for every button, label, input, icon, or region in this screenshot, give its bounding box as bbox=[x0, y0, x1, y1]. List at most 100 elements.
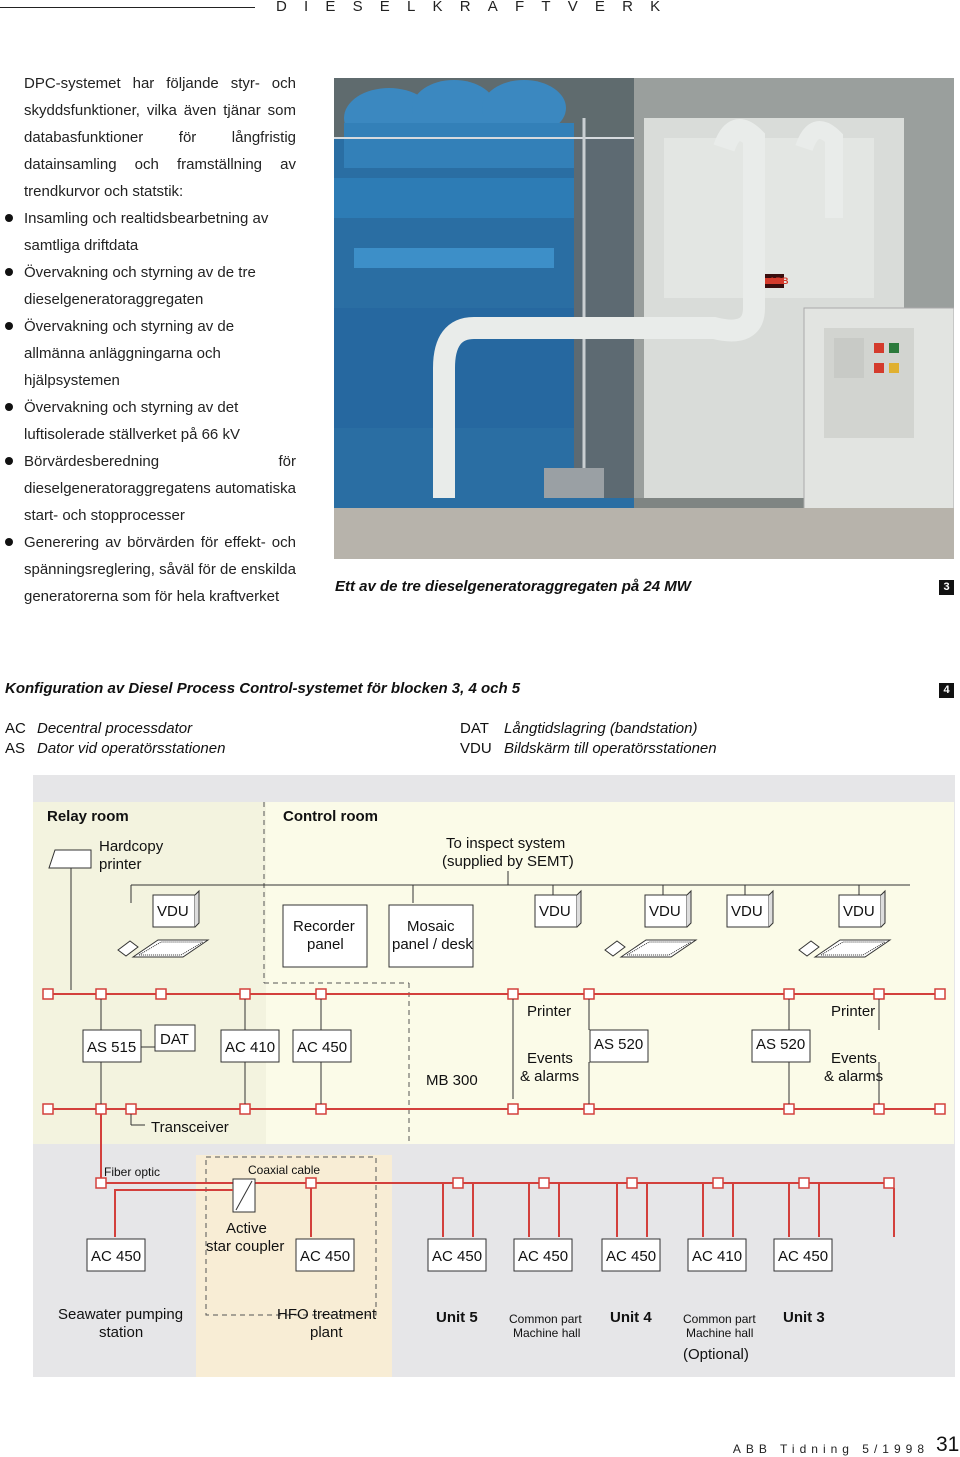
list-item: Övervakning och styrning av de tre diese… bbox=[5, 259, 296, 313]
hardcopy-label: Hardcopy bbox=[99, 838, 164, 855]
bullet-icon bbox=[5, 538, 13, 546]
bullet-icon bbox=[5, 322, 13, 330]
relay-room-label: Relay room bbox=[47, 808, 129, 825]
list-item: Övervakning och styrning av det luftisol… bbox=[5, 394, 296, 448]
vdu-terminal: VDU bbox=[644, 889, 692, 928]
legend-abbr: DAT bbox=[460, 720, 489, 737]
legend-abbr: AS bbox=[5, 740, 26, 757]
printer-label: Printer bbox=[527, 1003, 571, 1020]
common-part-label: Machine hall bbox=[686, 1326, 753, 1340]
hfo-label: HFO treatment bbox=[277, 1306, 377, 1323]
recorder-label: Recorder bbox=[293, 918, 355, 935]
mb300-label: MB 300 bbox=[426, 1072, 478, 1089]
recorder-panel bbox=[282, 904, 368, 968]
list-item: Övervakning och styrning av de allmänna … bbox=[5, 313, 296, 394]
ac450-label: AC 450 bbox=[297, 1039, 347, 1056]
list-item: Generering av börvärden för effekt- och … bbox=[5, 529, 296, 610]
star-coupler-label: Active bbox=[226, 1220, 267, 1237]
common-part-label: Common part bbox=[683, 1312, 756, 1326]
ac410-box bbox=[220, 1029, 280, 1063]
vdu-terminal: VDU bbox=[534, 889, 582, 928]
keyboard-icon bbox=[798, 939, 892, 958]
recorder-label: panel bbox=[307, 936, 344, 953]
printer-icon bbox=[48, 849, 92, 869]
ac410-label: AC 410 bbox=[225, 1039, 275, 1056]
ac-label: AC 450 bbox=[778, 1248, 828, 1265]
legend-item: AS Dator vid operatörsstationen bbox=[5, 739, 225, 759]
as515-box bbox=[82, 1029, 142, 1063]
coaxial-label: Coaxial cable bbox=[248, 1163, 320, 1177]
common-part-label: Machine hall bbox=[513, 1326, 580, 1340]
fiber-optic-label: Fiber optic bbox=[104, 1165, 160, 1179]
bullet-icon bbox=[5, 457, 13, 465]
ac-label: AC 450 bbox=[91, 1248, 141, 1265]
generator-photo: ABB bbox=[334, 78, 954, 559]
as520-label: AS 520 bbox=[594, 1036, 643, 1053]
keyboard-icon bbox=[117, 939, 210, 958]
panel-display-text: ABB bbox=[769, 276, 789, 286]
figure4-title: Konfiguration av Diesel Process Control-… bbox=[5, 680, 521, 697]
legend-desc: Dator vid operatörsstationen bbox=[37, 740, 226, 757]
vdu-label: VDU bbox=[649, 903, 681, 920]
common-part-label: Common part bbox=[509, 1312, 582, 1326]
figure3-caption: Ett av de tre dieselgeneratoraggregaten … bbox=[335, 578, 691, 595]
header-rule bbox=[0, 7, 255, 8]
ac-label: AC 410 bbox=[692, 1248, 742, 1265]
legend-left: AC Decentral processdator AS Dator vid ope… bbox=[5, 719, 225, 759]
legend-abbr: AC bbox=[5, 720, 26, 737]
intro-text: DPC-systemet har följande styr- och skyd… bbox=[5, 70, 296, 610]
ac450-box: AC 450 bbox=[601, 1238, 661, 1272]
hfo-label: plant bbox=[310, 1324, 343, 1341]
legend-desc: Decentral processdator bbox=[37, 720, 193, 737]
legend-item: DAT Långtidslagring (bandstation) bbox=[460, 719, 717, 739]
legend-item: AC Decentral processdator bbox=[5, 719, 225, 739]
ac450-box: AC 450 bbox=[513, 1238, 573, 1272]
vdu-terminal: VDU bbox=[726, 889, 774, 928]
list-item-text: Generering av börvärden för effekt- och … bbox=[24, 534, 296, 605]
vdu-terminal: VDU bbox=[152, 889, 200, 928]
legend-desc: Långtidslagring (bandstation) bbox=[504, 720, 698, 737]
seawater-label: station bbox=[99, 1324, 143, 1341]
publication-footer: ABB Tidning 5/1998 bbox=[732, 1442, 929, 1456]
running-header: DIESELKRAFTVERK bbox=[276, 0, 678, 15]
unit3-label: Unit 3 bbox=[783, 1309, 825, 1326]
ac450-box: AC 450 bbox=[86, 1238, 146, 1272]
function-list: Insamling och realtidsbearbetning av sam… bbox=[5, 205, 296, 610]
vdu-label: VDU bbox=[731, 903, 763, 920]
events-label: & alarms bbox=[824, 1068, 883, 1085]
vdu-label: VDU bbox=[843, 903, 875, 920]
events-label: & alarms bbox=[520, 1068, 579, 1085]
figure4-number: 4 bbox=[939, 683, 954, 698]
mosaic-label: panel / desk bbox=[392, 936, 473, 953]
dat-label: DAT bbox=[160, 1031, 189, 1048]
page-number: 31 bbox=[936, 1433, 960, 1456]
mosaic-panel bbox=[388, 904, 474, 968]
ac450-box: AC 450 bbox=[773, 1238, 833, 1272]
hardcopy-label: printer bbox=[99, 856, 142, 873]
optional-label: (Optional) bbox=[683, 1346, 749, 1363]
as515-label: AS 515 bbox=[87, 1039, 136, 1056]
unit5-label: Unit 5 bbox=[436, 1309, 478, 1326]
list-item-text: Övervakning och styrning av det luftisol… bbox=[24, 399, 240, 443]
ac450-box: AC 450 bbox=[427, 1238, 487, 1272]
ac450-box: AC 450 bbox=[295, 1238, 355, 1272]
ac-label: AC 450 bbox=[606, 1248, 656, 1265]
list-item-text: Övervakning och styrning av de tre diese… bbox=[24, 264, 256, 308]
star-coupler-label: star coupler bbox=[206, 1238, 284, 1255]
ac450-box bbox=[292, 1029, 352, 1063]
ac-label: AC 450 bbox=[300, 1248, 350, 1265]
bullet-icon bbox=[5, 214, 13, 222]
dpc-configuration-diagram: Relay room Control room Hardcopy printer… bbox=[33, 775, 955, 1377]
mosaic-label: Mosaic bbox=[407, 918, 455, 935]
printer-label: Printer bbox=[831, 1003, 875, 1020]
ac410-box: AC 410 bbox=[687, 1238, 747, 1272]
as520-box bbox=[589, 1029, 649, 1063]
list-item-text: Insamling och realtidsbearbetning av sam… bbox=[24, 210, 269, 254]
intro-lead: DPC-systemet har följande styr- och skyd… bbox=[24, 75, 296, 200]
as520-box bbox=[751, 1029, 811, 1063]
legend-abbr: VDU bbox=[460, 740, 492, 757]
transceiver-label: Transceiver bbox=[151, 1119, 229, 1136]
control-room-label: Control room bbox=[283, 808, 378, 825]
list-item: Börvärdesberedning för dieselgeneratorag… bbox=[5, 448, 296, 529]
